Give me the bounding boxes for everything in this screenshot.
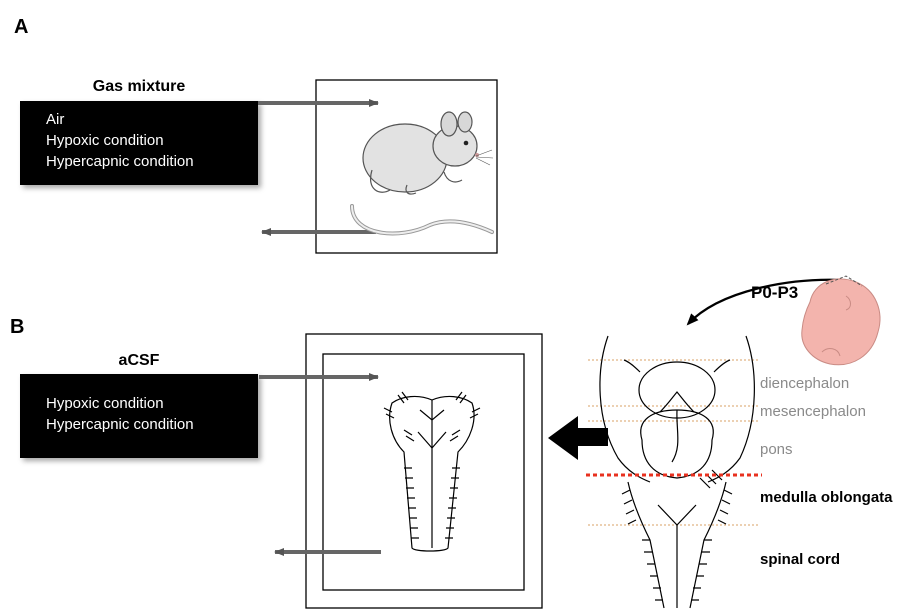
brainstem-preparation-drawing xyxy=(384,392,480,551)
mouse-illustration xyxy=(352,112,493,233)
chamber-b-inner xyxy=(323,354,524,590)
whole-brain-drawing xyxy=(600,336,754,608)
region-guide-lines xyxy=(588,360,760,525)
neonatal-pup-illustration xyxy=(802,276,880,365)
transfer-arrow xyxy=(548,416,608,460)
